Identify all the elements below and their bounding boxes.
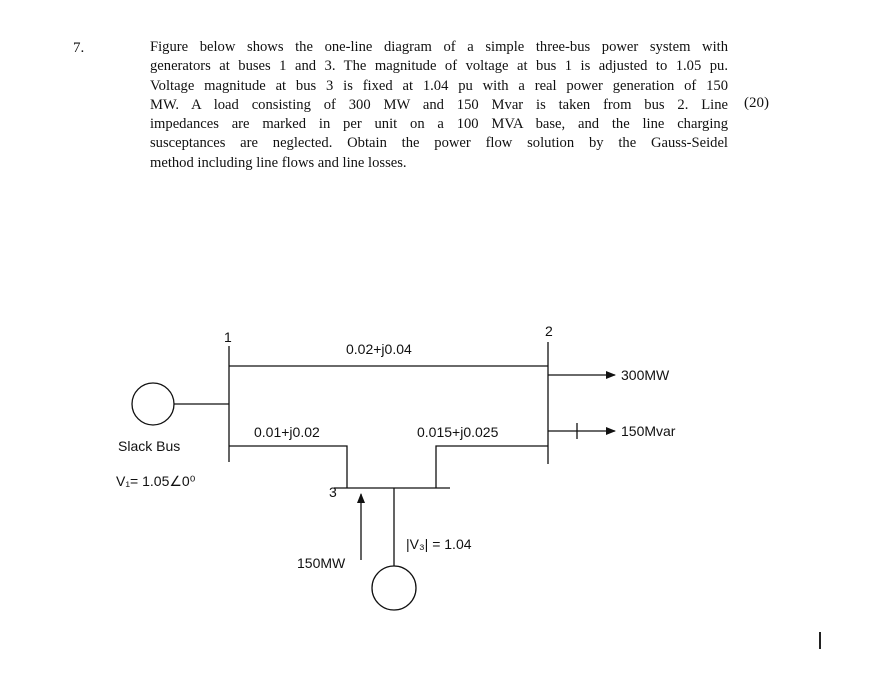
question-line: impedances are marked in per unit on a 1… — [150, 116, 728, 133]
bus-3-voltage-label: |V₃| = 1.04 — [406, 536, 472, 552]
line-1-2-impedance: 0.02+j0.04 — [346, 341, 412, 357]
question-text: Figure below shows the one-line diagram … — [150, 38, 728, 173]
line-1-3 — [229, 445, 348, 488]
gen3-power-label: 150MW — [297, 555, 346, 571]
text-cursor — [819, 632, 821, 649]
question-line: Voltage magnitude at bus 3 is fixed at 1… — [150, 77, 728, 94]
question-line: susceptances are neglected. Obtain the p… — [150, 135, 728, 152]
bus-3-label: 3 — [329, 484, 337, 500]
bus-2-label: 2 — [545, 323, 553, 339]
slack-voltage-label: V₁= 1.05∠0⁰ — [116, 473, 196, 489]
question-number: 7. — [73, 40, 85, 56]
question-line: MW. A load consisting of 300 MW and 150 … — [150, 96, 728, 113]
question-marks: (20) — [744, 95, 769, 111]
question-line: method including line flows and line los… — [150, 154, 407, 171]
line-2-3 — [435, 445, 548, 488]
slack-generator-icon — [131, 382, 175, 426]
load-q-label: 150Mvar — [621, 423, 676, 439]
question-line: Figure below shows the one-line diagram … — [150, 39, 728, 55]
line-1-3-impedance: 0.01+j0.02 — [254, 424, 320, 440]
bus-1-label: 1 — [224, 329, 232, 345]
slack-bus-label: Slack Bus — [118, 438, 180, 454]
gen3-generator-icon — [371, 565, 417, 611]
question-line: generators at buses 1 and 3. The magnitu… — [150, 58, 728, 75]
load-p-label: 300MW — [621, 367, 670, 383]
line-2-3-impedance: 0.015+j0.025 — [417, 424, 499, 440]
